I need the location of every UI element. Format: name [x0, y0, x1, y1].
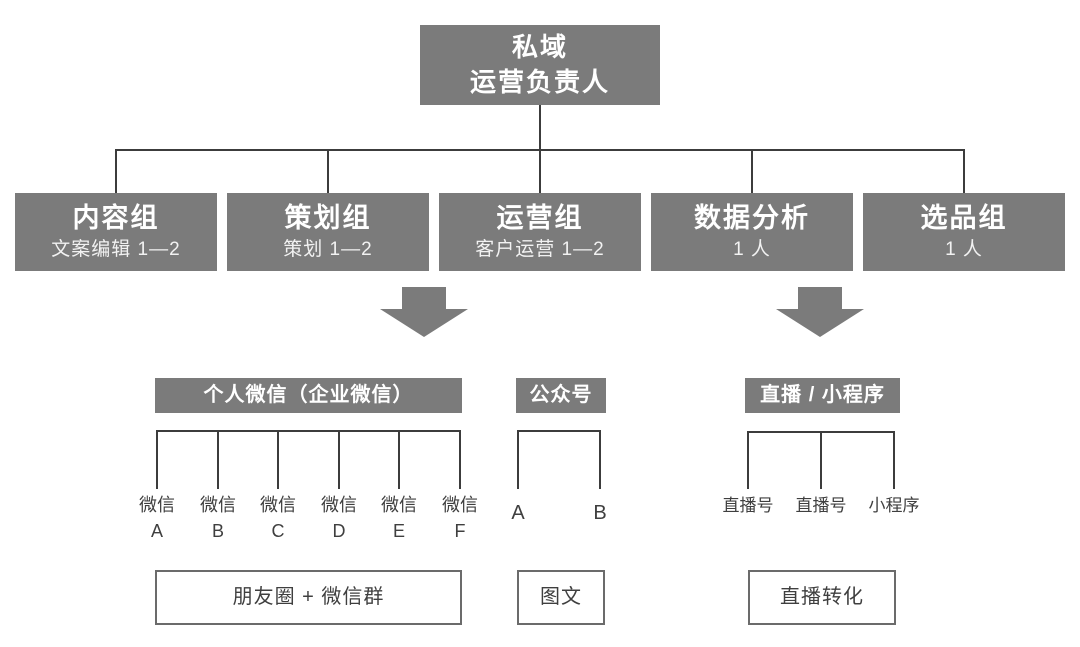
- dept-title: 策划组: [284, 203, 372, 233]
- connector-line: [115, 149, 117, 193]
- down-arrow-icon: [380, 287, 468, 337]
- dept-title: 内容组: [72, 203, 160, 233]
- connector-line: [217, 430, 219, 489]
- footer-box-articles: 图文: [517, 570, 605, 625]
- channel-header-official-account: 公众号: [516, 378, 606, 413]
- root-title-line1: 私域: [511, 32, 568, 62]
- leaf-label-wechat-e: 微信 E: [381, 495, 417, 541]
- leaf-label-wechat-d: 微信 D: [321, 495, 357, 541]
- dept-subtitle: 1 人: [945, 239, 983, 260]
- dept-title: 数据分析: [694, 203, 810, 233]
- dept-subtitle: 策划 1—2: [283, 239, 373, 260]
- footer-box-live-conversion: 直播转化: [748, 570, 896, 625]
- channel-header-personal-wechat: 个人微信（企业微信）: [155, 378, 462, 413]
- dept-title: 选品组: [920, 203, 1008, 233]
- dept-subtitle: 1 人: [733, 239, 771, 260]
- connector-line: [963, 149, 965, 193]
- dept-subtitle: 客户运营 1—2: [475, 239, 605, 260]
- connector-line: [327, 149, 329, 193]
- connector-line: [599, 430, 601, 489]
- connector-line: [751, 149, 753, 193]
- connector-line: [517, 430, 519, 489]
- leaf-label-account-b: B: [593, 502, 607, 524]
- connector-line: [539, 105, 541, 150]
- leaf-label-miniprogram: 小程序: [868, 496, 920, 515]
- connector-line: [277, 430, 279, 489]
- connector-line: [459, 430, 461, 489]
- connector-line: [893, 431, 895, 489]
- leaf-label-wechat-c: 微信 C: [260, 495, 296, 541]
- leaf-label-wechat-f: 微信 F: [442, 495, 478, 541]
- connector-line: [156, 430, 461, 432]
- root-title-line2: 运营负责人: [469, 67, 610, 97]
- dept-title: 运营组: [496, 203, 584, 233]
- leaf-label-account-a: A: [511, 502, 525, 524]
- leaf-label-wechat-b: 微信 B: [200, 495, 236, 541]
- down-arrow-icon: [776, 287, 864, 337]
- connector-line: [820, 431, 822, 489]
- leaf-label-live-1: 直播号: [722, 496, 774, 515]
- connector-line: [539, 149, 541, 193]
- connector-line: [338, 430, 340, 489]
- channel-header-live-miniprogram: 直播 / 小程序: [745, 378, 900, 413]
- dept-box-product-selection: 选品组 1 人: [863, 193, 1065, 271]
- connector-line: [747, 431, 749, 489]
- connector-line: [398, 430, 400, 489]
- connector-line: [517, 430, 601, 432]
- root-box: 私域 运营负责人: [420, 25, 660, 105]
- dept-box-planning: 策划组 策划 1—2: [227, 193, 429, 271]
- leaf-label-live-2: 直播号: [795, 496, 847, 515]
- dept-box-content: 内容组 文案编辑 1—2: [15, 193, 217, 271]
- dept-box-operations: 运营组 客户运营 1—2: [439, 193, 641, 271]
- footer-box-moments-groups: 朋友圈 + 微信群: [155, 570, 462, 625]
- dept-subtitle: 文案编辑 1—2: [51, 239, 181, 260]
- connector-line: [156, 430, 158, 489]
- dept-box-data-analysis: 数据分析 1 人: [651, 193, 853, 271]
- leaf-label-wechat-a: 微信 A: [139, 495, 175, 541]
